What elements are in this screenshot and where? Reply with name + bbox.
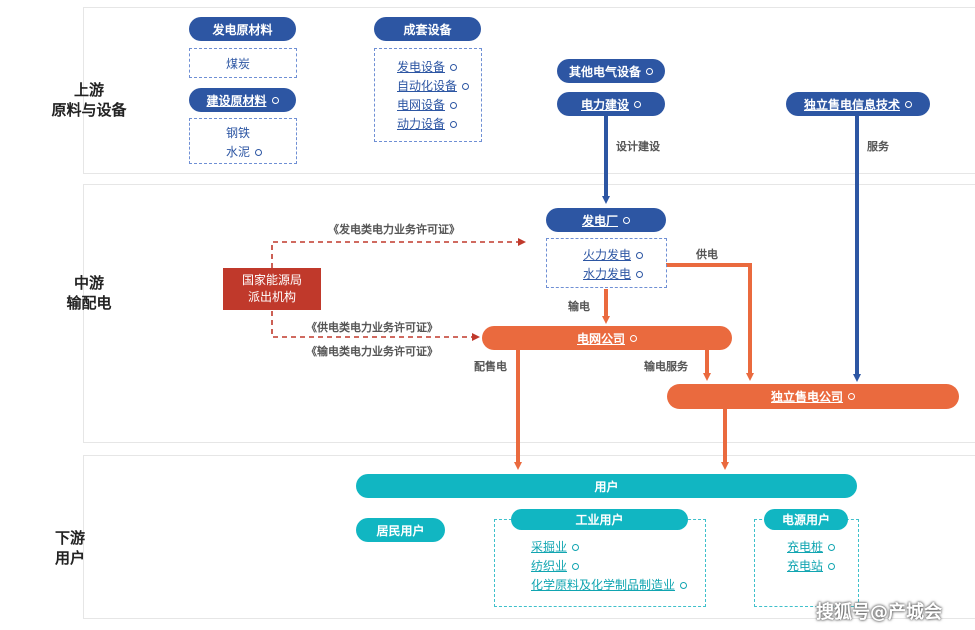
- expand-icon: [636, 271, 644, 278]
- license-line-generation: [271, 238, 526, 268]
- edge-label-design-build: 设计建设: [616, 140, 660, 153]
- plant-item-hydro[interactable]: 水力发电: [583, 265, 644, 282]
- edge-label-transmit: 输电: [568, 300, 590, 313]
- expand-icon: [623, 216, 630, 224]
- coal: 煤炭: [226, 57, 251, 71]
- license-line-supply: [271, 311, 480, 341]
- watermark: 搜狐号@产城会: [816, 602, 942, 623]
- midstream-label: 中游输配电: [66, 274, 112, 312]
- power-plant[interactable]: 发电厂: [546, 208, 666, 232]
- equipment-item-generation[interactable]: 发电设备: [397, 58, 458, 75]
- equipment-item-automation[interactable]: 自动化设备: [397, 77, 470, 94]
- users-bar[interactable]: 用户: [356, 474, 857, 498]
- ev-item-charging-pile[interactable]: 充电桩: [787, 538, 836, 555]
- expand-icon: [646, 67, 653, 75]
- energy-agency[interactable]: 国家能源局派出机构: [223, 268, 321, 310]
- downstream-label: 下游用户: [54, 529, 85, 567]
- industrial-box: [494, 519, 706, 607]
- industrial-item-chemical[interactable]: 化学原料及化学制品制造业: [531, 576, 688, 593]
- expand-icon: [680, 582, 688, 589]
- grid-company[interactable]: 电网公司: [482, 326, 732, 350]
- expand-icon: [630, 334, 637, 342]
- expand-icon: [450, 102, 458, 109]
- license-supply: 《供电类电力业务许可证》: [306, 321, 438, 334]
- expand-icon: [271, 96, 279, 104]
- expand-icon: [848, 393, 855, 400]
- expand-icon: [905, 100, 912, 108]
- edge-label-transmission-service: 输电服务: [644, 360, 688, 373]
- other-electrical-equipment[interactable]: 其他电气设备: [557, 59, 665, 83]
- residential-users[interactable]: 居民用户: [356, 518, 445, 542]
- equipment-item-grid[interactable]: 电网设备: [397, 96, 458, 113]
- raw-power-materials[interactable]: 发电原材料: [189, 17, 296, 41]
- expand-icon: [828, 563, 836, 570]
- steel: 钢铁: [226, 126, 251, 140]
- expand-icon: [450, 64, 458, 71]
- upstream-label: 上游原料与设备: [51, 81, 127, 119]
- expand-icon: [634, 100, 641, 108]
- expand-icon: [255, 149, 263, 156]
- expand-icon: [572, 544, 580, 551]
- arrow-plant-supply-to-seller: [666, 263, 754, 381]
- expand-icon: [450, 121, 458, 128]
- expand-icon: [636, 252, 644, 259]
- power-construction[interactable]: 电力建设: [557, 92, 665, 116]
- license-transmission: 《输电类电力业务许可证》: [306, 345, 438, 358]
- complete-equipment[interactable]: 成套设备: [374, 17, 481, 41]
- industrial-item-textile[interactable]: 纺织业: [531, 557, 580, 574]
- construction-box: [189, 118, 297, 164]
- edge-label-service: 服务: [867, 140, 889, 153]
- ev-users[interactable]: 电源用户: [764, 509, 848, 530]
- license-generation: 《发电类电力业务许可证》: [328, 223, 460, 236]
- edge-label-distribute-sell: 配售电: [474, 360, 507, 373]
- equipment-box: [374, 48, 482, 142]
- independent-tech[interactable]: 独立售电信息技术: [786, 92, 930, 116]
- expand-icon: [828, 544, 836, 551]
- industrial-item-mining[interactable]: 采掘业: [531, 538, 580, 555]
- plant-box: [546, 238, 667, 288]
- coal-box: [189, 48, 297, 78]
- independent-seller[interactable]: 独立售电公司: [667, 384, 959, 409]
- cement: 水泥: [226, 143, 263, 160]
- construction-materials[interactable]: 建设原材料: [189, 88, 296, 112]
- expand-icon: [462, 83, 470, 90]
- industrial-users[interactable]: 工业用户: [511, 509, 688, 530]
- plant-item-thermal[interactable]: 火力发电: [583, 246, 644, 263]
- equipment-item-power[interactable]: 动力设备: [397, 115, 458, 132]
- edge-label-supply: 供电: [696, 248, 718, 261]
- expand-icon: [572, 563, 580, 570]
- ev-item-charging-station[interactable]: 充电站: [787, 557, 836, 574]
